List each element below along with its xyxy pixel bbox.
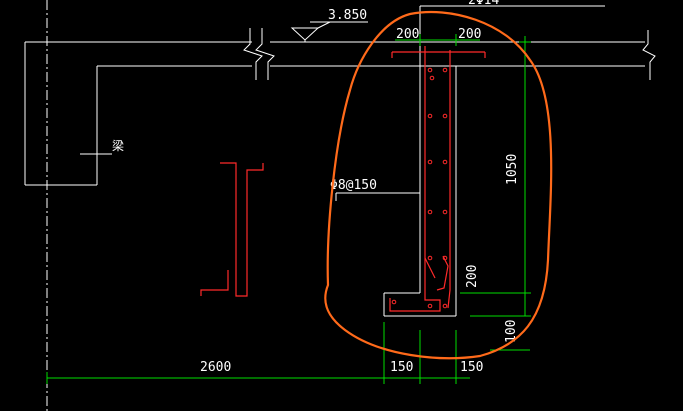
dimension-right: 1050 200 100	[460, 36, 531, 351]
section-rebar	[389, 46, 486, 312]
beam-label: 梁	[112, 138, 124, 153]
dim-top-right-label: 200	[458, 27, 481, 42]
stirrup-note: Φ8@150	[330, 178, 377, 193]
beam-label-leader: 梁	[80, 138, 124, 155]
dimension-top: 200 200	[395, 27, 481, 46]
dim-step-label: 200	[465, 265, 480, 288]
top-rebar-note: 2Φ14	[468, 0, 499, 8]
dim-base-left-label: 150	[390, 360, 413, 375]
dim-top-left-label: 200	[396, 27, 419, 42]
rebar-detail-shape	[200, 162, 264, 297]
dim-bottom-label: 100	[504, 320, 519, 343]
elevation-marker: 3.850	[290, 8, 368, 42]
break-symbol-left	[243, 28, 275, 80]
dim-base-right-label: 150	[460, 360, 483, 375]
break-symbol-right	[642, 30, 656, 80]
dim-span-label: 2600	[200, 360, 231, 375]
dim-height-label: 1050	[505, 154, 520, 185]
slab-outline	[24, 41, 645, 186]
top-rebar-leader: 2Φ14	[419, 0, 605, 44]
dimension-bottom: 2600 150 150	[46, 322, 483, 384]
wall-section-outline	[383, 44, 457, 317]
highlight-loop	[324, 10, 553, 360]
rebar-dots	[391, 67, 448, 309]
elevation-label: 3.850	[328, 8, 367, 23]
stirrup-leader: Φ8@150	[330, 178, 420, 201]
